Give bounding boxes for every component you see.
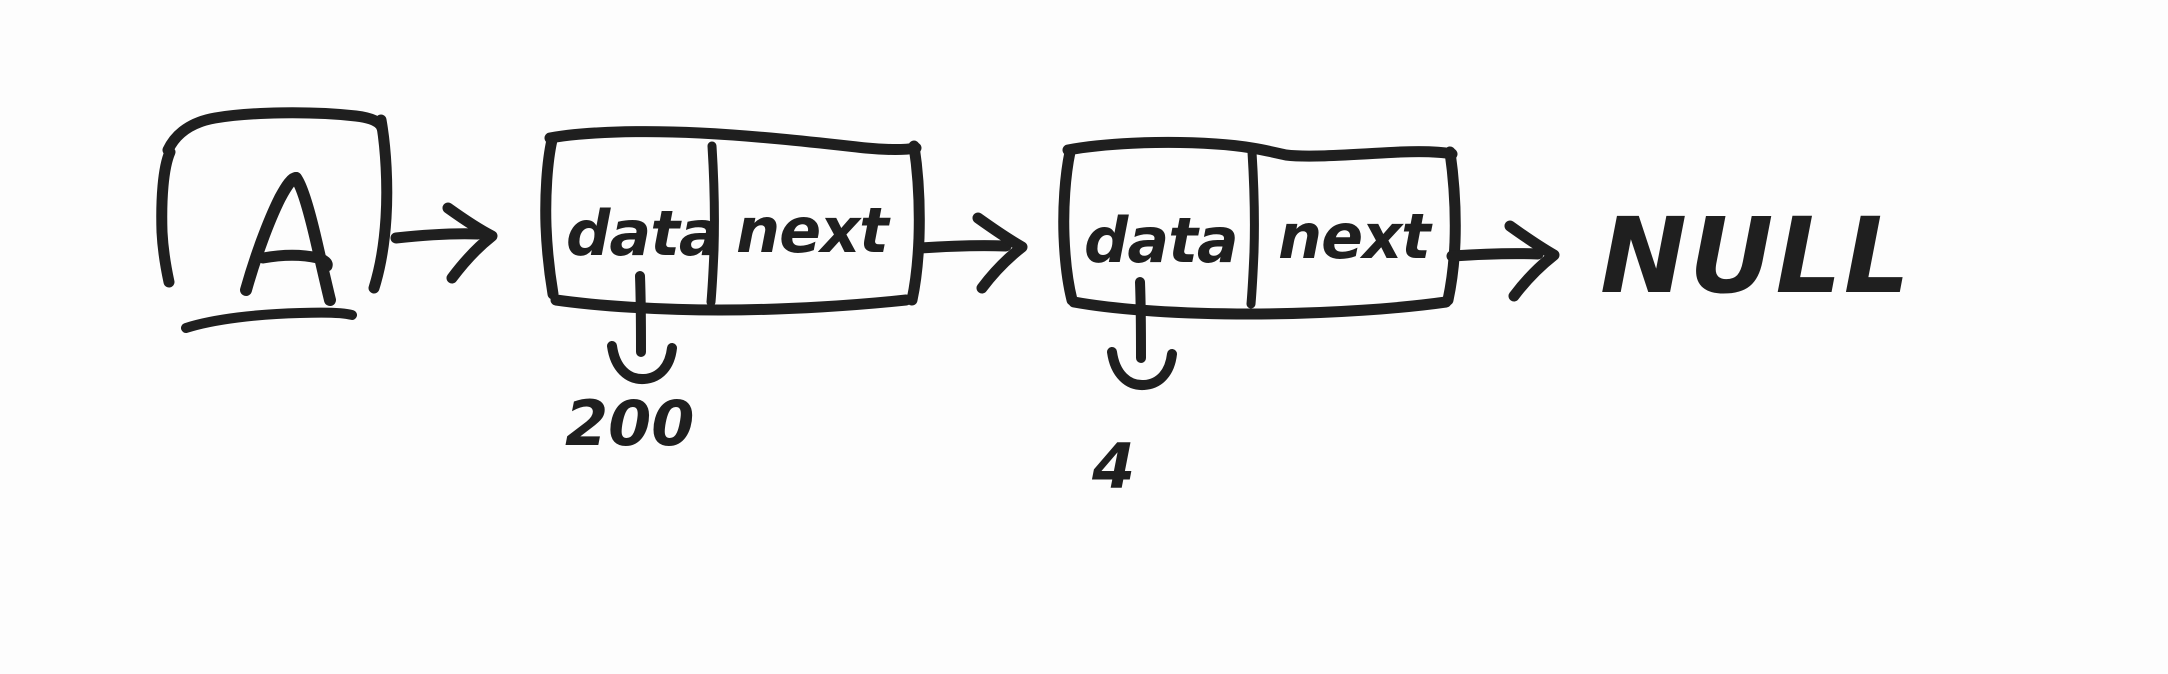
node-1-value-pointer-icon <box>607 271 677 384</box>
node-2-data-label: data <box>1084 204 1238 277</box>
node-2-next-label: next <box>1278 200 1433 273</box>
null-terminator-label: NULL <box>1600 195 1912 317</box>
node-2-top-edge <box>1062 136 1458 162</box>
head-box-underline <box>181 307 357 333</box>
arrow-node1-to-node2 <box>914 212 1028 294</box>
arrow-node2-to-null <box>1446 220 1560 302</box>
head-box-top-edge <box>162 107 388 156</box>
head-box-left-edge <box>156 146 176 288</box>
node-1-right-edge <box>906 140 925 306</box>
node-1-left-edge <box>540 134 559 300</box>
node-1-value: 200 <box>565 387 694 460</box>
node-1-cell-divider <box>706 141 719 307</box>
head-pointer-node[interactable]: A <box>156 29 393 333</box>
head-label-glyph <box>240 172 336 306</box>
node-2[interactable]: data next 4 <box>1058 136 1461 503</box>
node-2-left-edge <box>1058 146 1078 306</box>
node-1[interactable]: data next 200 <box>540 126 925 460</box>
node-2-cell-divider <box>1246 147 1259 309</box>
arrow-head-to-node1 <box>390 202 498 284</box>
node-2-right-edge <box>1442 146 1461 306</box>
node-1-next-label: next <box>736 194 891 267</box>
node-1-top-edge <box>544 126 922 155</box>
node-2-value-pointer-icon <box>1107 277 1177 390</box>
node-1-bottom-edge <box>550 294 912 316</box>
node-2-value: 4 <box>1091 430 1135 503</box>
head-box-right-edge <box>368 114 393 294</box>
node-1-data-label: data <box>566 197 720 270</box>
node-2-bottom-edge <box>1068 296 1452 320</box>
